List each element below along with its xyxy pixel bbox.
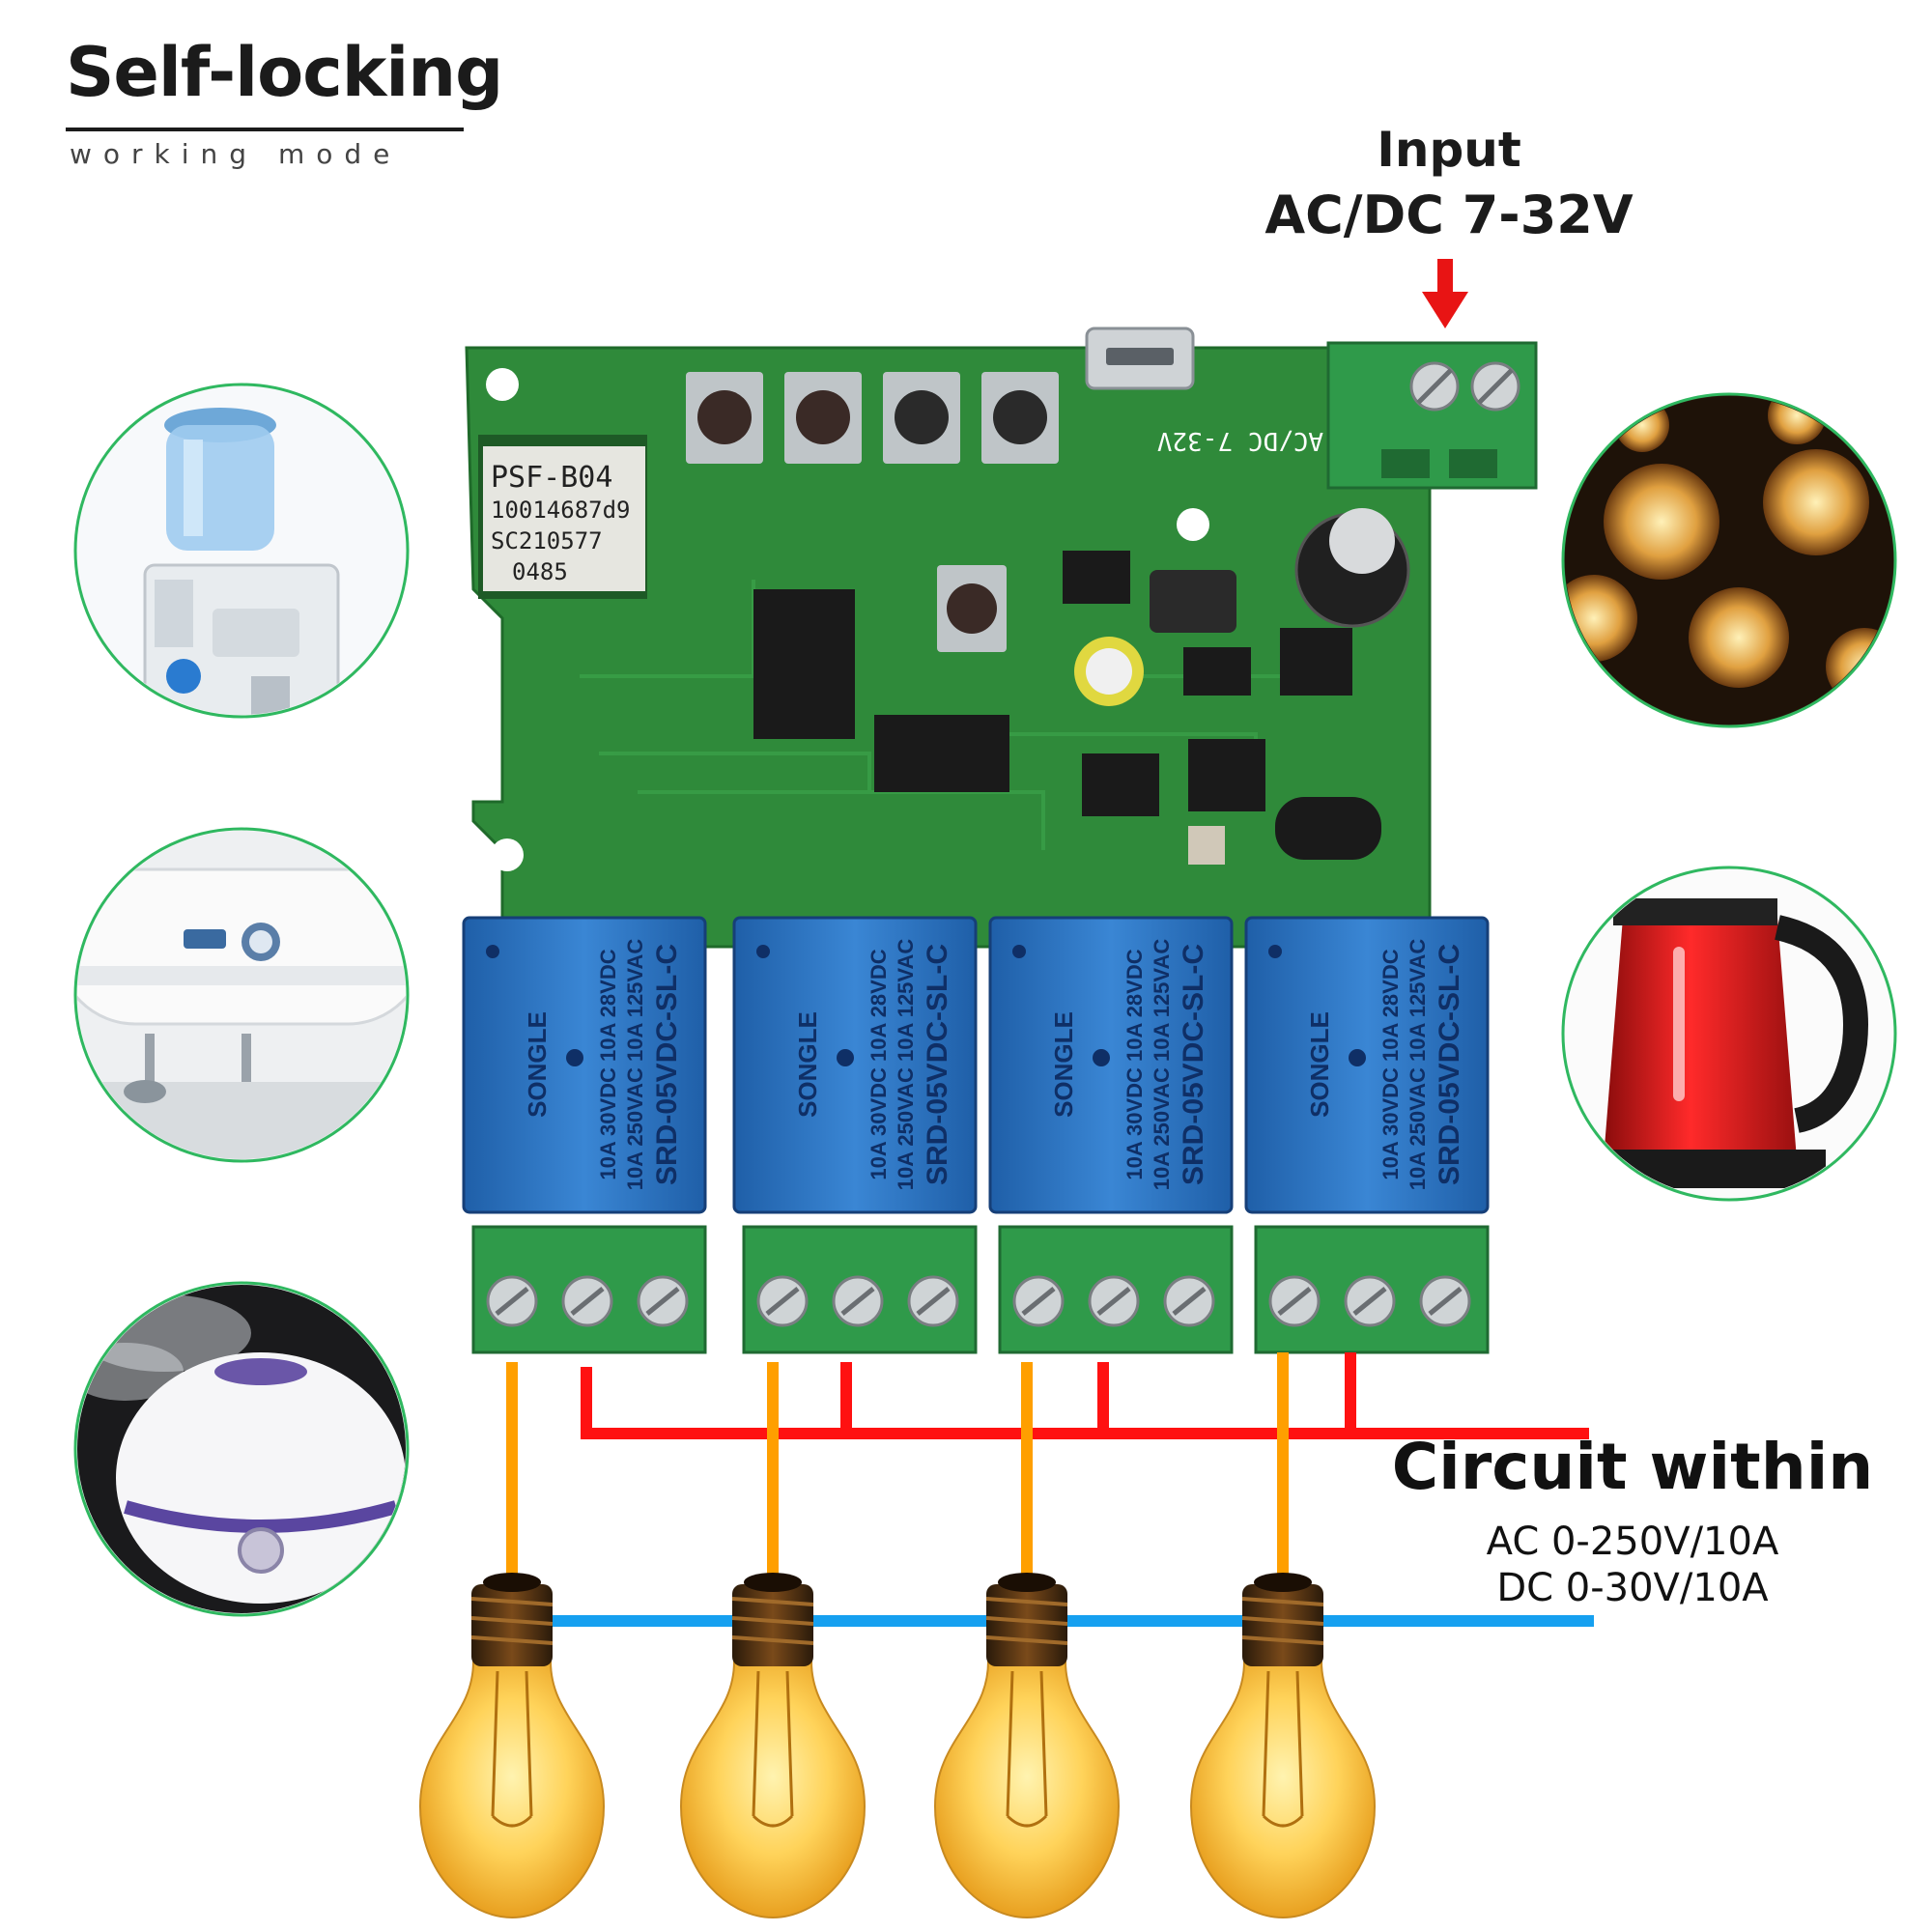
relay-label: SRD-05VDC-SL-C	[922, 944, 953, 1185]
wiring	[506, 1352, 1594, 1627]
relay-board: PSF-B04 10014687d9 SC210577 0485	[465, 327, 1538, 949]
circuit-title: Circuit within	[1391, 1430, 1874, 1504]
input-voltage-label: AC/DC 7-32V	[1264, 185, 1634, 245]
page-subtitle: working mode	[70, 138, 402, 170]
relay-label: SRD-05VDC-SL-C	[1434, 944, 1465, 1185]
input-label: Input	[1377, 122, 1521, 178]
water-heater-icon	[73, 827, 410, 1163]
pendant-lamps-icon	[1561, 392, 1897, 728]
relay-label: 10A 30VDC 10A 28VDC	[1378, 949, 1403, 1179]
water-dispenser-icon	[73, 383, 410, 719]
light-bulb-icon	[1189, 1573, 1377, 1919]
input-arrow-icon	[1422, 259, 1468, 328]
module-line-1: PSF-B04	[491, 461, 612, 495]
relay-label: 10A 250VAC 10A 125VAC	[1406, 939, 1430, 1191]
module-line-3: SC210577	[491, 527, 603, 554]
title-underline	[66, 128, 464, 131]
module-line-2: 10014687d9	[491, 497, 631, 524]
power-silkscreen: AC/DC 7-32V	[1157, 426, 1323, 455]
button-2	[784, 372, 862, 464]
circuit-ac-rating: AC 0-250V/10A	[1486, 1520, 1779, 1564]
relay-label: 10A 250VAC 10A 125VAC	[623, 939, 647, 1191]
light-bulb-icon	[418, 1573, 606, 1919]
bulbs	[418, 1573, 1377, 1919]
relay-label: 10A 30VDC 10A 28VDC	[867, 949, 891, 1179]
relay-label: SONGLE	[1305, 1011, 1334, 1118]
humidifier-icon	[73, 1281, 410, 1617]
relay-label: 10A 250VAC 10A 125VAC	[894, 939, 918, 1191]
electric-kettle-icon	[1561, 866, 1897, 1202]
relay-label: SONGLE	[1049, 1011, 1078, 1118]
relay-label: 10A 250VAC 10A 125VAC	[1150, 939, 1174, 1191]
mode-button	[937, 565, 1007, 652]
light-bulb-icon	[933, 1573, 1121, 1919]
relay-label: SONGLE	[523, 1011, 552, 1118]
relay-label: 10A 30VDC 10A 28VDC	[1122, 949, 1147, 1179]
relay-label: SRD-05VDC-SL-C	[1178, 944, 1209, 1185]
button-3	[883, 372, 960, 464]
light-bulb-icon	[679, 1573, 867, 1919]
page-title: Self-locking	[66, 33, 503, 112]
relay-label: SONGLE	[793, 1011, 822, 1118]
relay-label: SRD-05VDC-SL-C	[651, 944, 683, 1185]
relay-label: 10A 30VDC 10A 28VDC	[596, 949, 620, 1179]
button-4	[981, 372, 1059, 464]
circuit-dc-rating: DC 0-30V/10A	[1496, 1566, 1769, 1610]
module-line-4: 0485	[512, 558, 568, 585]
button-1	[686, 372, 763, 464]
power-terminal	[1326, 341, 1538, 490]
